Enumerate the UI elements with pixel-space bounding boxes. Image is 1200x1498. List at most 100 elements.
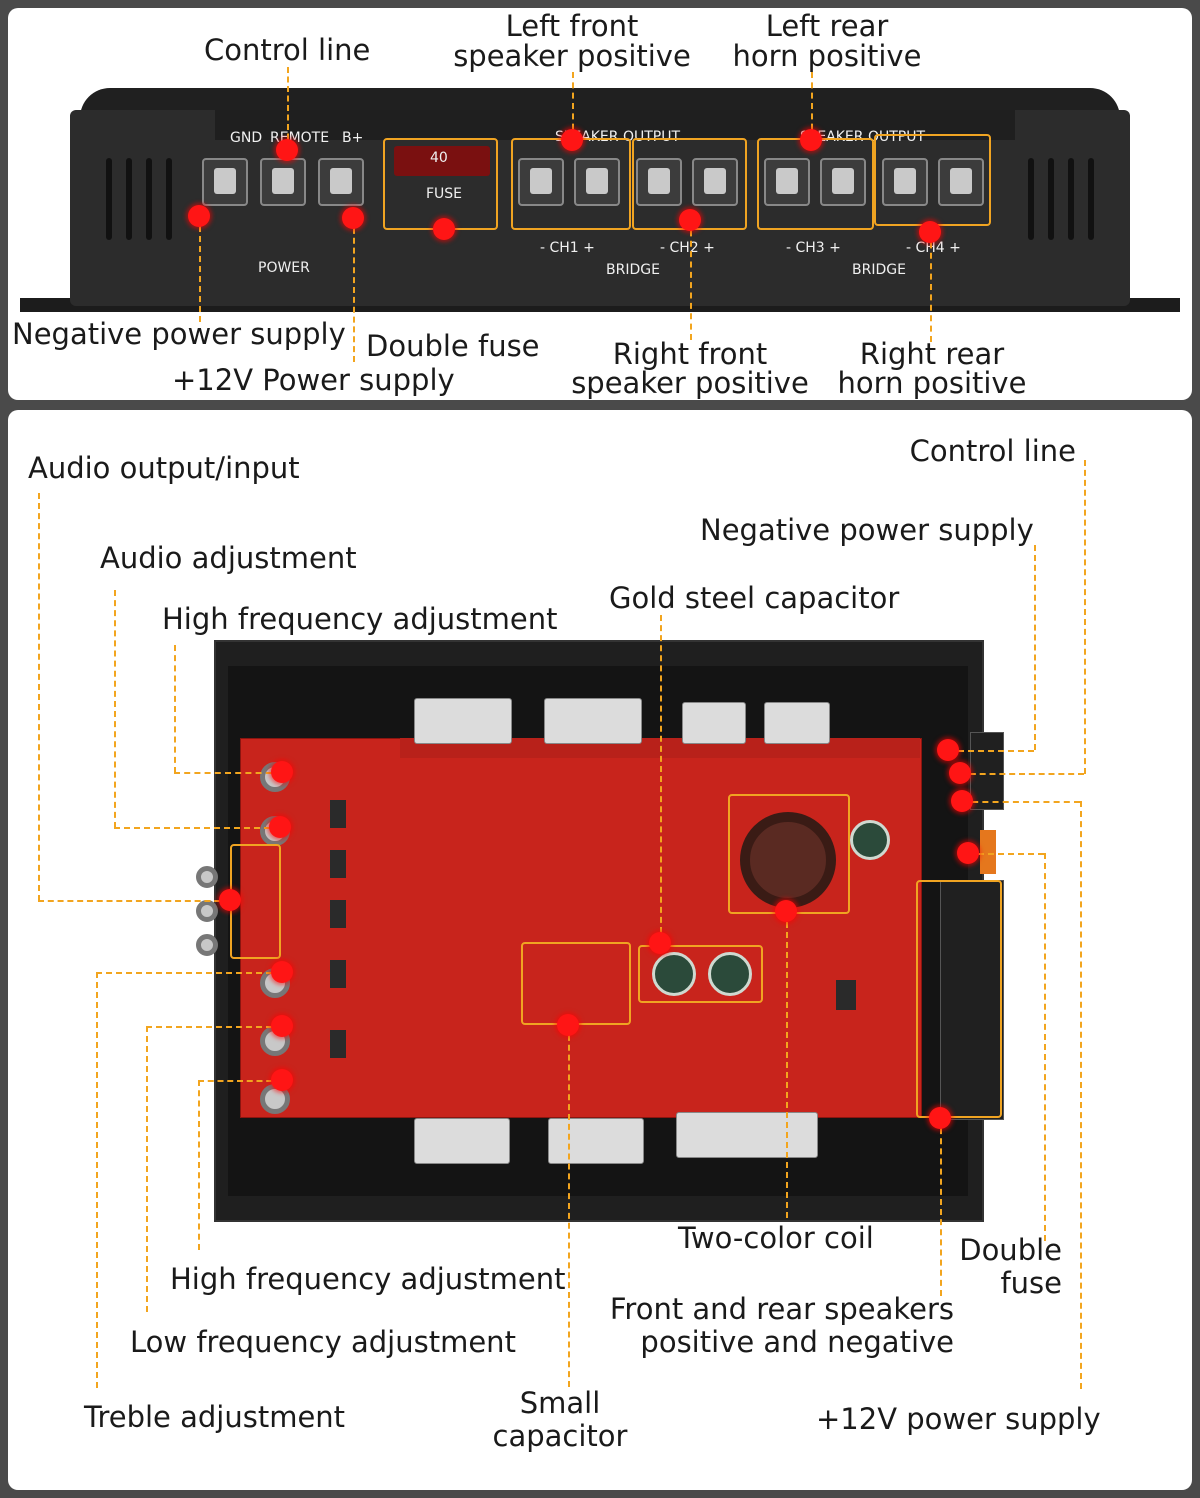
transistor-clamp xyxy=(414,698,512,744)
rca-jack xyxy=(196,934,218,956)
vent-slot xyxy=(1068,158,1074,240)
vent-slot xyxy=(1088,158,1094,240)
marker-negative-power xyxy=(188,205,210,227)
leader-line xyxy=(572,72,574,140)
power-terminal-block xyxy=(970,732,1004,810)
left-rear-label-line2: horn positive xyxy=(732,39,922,73)
leader-line xyxy=(940,1118,942,1296)
right-front-label-line2: speaker positive xyxy=(571,366,809,400)
leader-line xyxy=(353,218,355,362)
rca-jack xyxy=(196,900,218,922)
right-rear-label-line1: Right rear xyxy=(859,337,1005,371)
ic-chip xyxy=(330,850,346,878)
ch3-highlight-box xyxy=(757,138,874,230)
audio-io-label: Audio output/input xyxy=(28,451,300,485)
marker-audio-adjustment xyxy=(269,816,291,838)
ch1-plus-terminal xyxy=(574,158,620,206)
treble-adjustment-label: Treble adjustment xyxy=(84,1400,346,1434)
leader-line xyxy=(1034,545,1036,750)
ch2-label: - CH2 + xyxy=(660,240,715,256)
ic-chip xyxy=(330,1030,346,1058)
gnd-terminal xyxy=(202,158,248,206)
gnd-label: GND xyxy=(230,130,263,146)
hf-adjustment-bottom-label: High frequency adjustment xyxy=(170,1262,566,1296)
leader-line xyxy=(948,750,1034,752)
vent-slot xyxy=(166,158,172,240)
transistor-clamp xyxy=(544,698,642,744)
fuse-label: FUSE xyxy=(426,186,463,202)
left-rear-label-line1: Left rear xyxy=(765,9,889,43)
ch3-minus-terminal xyxy=(764,158,810,206)
marker-right-front xyxy=(679,209,701,231)
power-12v-label: +12V power supply xyxy=(816,1402,1101,1436)
marker-double-fuse xyxy=(433,218,455,240)
marker-12v-power xyxy=(951,790,973,812)
marker-left-rear xyxy=(800,129,822,151)
ic-chip xyxy=(330,800,346,828)
ch3-plus-terminal xyxy=(820,158,866,206)
marker-speakers xyxy=(929,1107,951,1129)
pcb-board xyxy=(240,738,922,1118)
ch3-label: - CH3 + xyxy=(786,240,841,256)
vent-slot xyxy=(1048,158,1054,240)
leader-line xyxy=(38,900,230,902)
leader-line xyxy=(146,1026,282,1028)
leader-line xyxy=(960,773,1084,775)
hf-adjustment-top-label: High frequency adjustment xyxy=(162,602,558,636)
leader-line xyxy=(968,853,1044,855)
marker-right-rear xyxy=(919,221,941,243)
marker-control-line xyxy=(276,139,298,161)
leader-line xyxy=(811,72,813,140)
power-led-label: POWER xyxy=(258,260,310,276)
ic-chip xyxy=(330,900,346,928)
ch1-highlight-box xyxy=(511,138,631,230)
small-cap-label-line2: capacitor xyxy=(492,1419,628,1453)
ch4-minus-terminal xyxy=(882,158,928,206)
right-front-label-line1: Right front xyxy=(612,337,768,371)
marker-gold-cap xyxy=(649,932,671,954)
transistor-clamp xyxy=(414,1118,510,1164)
marker-control-line xyxy=(949,762,971,784)
marker-12v-power xyxy=(342,207,364,229)
marker-low-frequency xyxy=(271,1015,293,1037)
small-cap-highlight-box xyxy=(521,942,631,1025)
marker-audio-io xyxy=(219,889,241,911)
leader-line xyxy=(1044,853,1046,1241)
capacitor xyxy=(850,820,890,860)
right-rear-label-line2: horn positive xyxy=(837,366,1027,400)
marker-negative-power xyxy=(937,739,959,761)
left-front-label-line1: Left front xyxy=(505,9,639,43)
bridge-label: BRIDGE xyxy=(852,262,906,278)
coil-highlight-box xyxy=(728,794,850,914)
double-fuse-label-line1: Double xyxy=(959,1233,1062,1267)
leader-line xyxy=(690,220,692,340)
vent-slot xyxy=(106,158,112,240)
capacitor xyxy=(652,952,696,996)
marker-double-fuse xyxy=(957,842,979,864)
transistor-clamp xyxy=(682,702,746,744)
marker-two-color-coil xyxy=(775,900,797,922)
speaker-terminal-highlight-box xyxy=(916,880,1002,1118)
ch1-label: - CH1 + xyxy=(540,240,595,256)
gold-cap-label: Gold steel capacitor xyxy=(609,581,900,615)
leader-line xyxy=(96,972,282,974)
remote-terminal xyxy=(260,158,306,206)
negative-power-label: Negative power supply xyxy=(12,317,346,351)
control-line-label: Control line xyxy=(909,434,1076,468)
marker-treble xyxy=(271,961,293,983)
leader-line xyxy=(174,772,282,774)
ch2-plus-terminal xyxy=(692,158,738,206)
audio-adjustment-label: Audio adjustment xyxy=(100,541,357,575)
vent-slot xyxy=(146,158,152,240)
control-line-label: Control line xyxy=(204,33,371,67)
speaker-output-label: SPEAKER OUTPUT xyxy=(800,129,926,145)
fuse-rating: 40 xyxy=(430,150,448,166)
gold-cap-highlight-box xyxy=(638,945,763,1003)
ch2-minus-terminal xyxy=(636,158,682,206)
leader-line xyxy=(1084,460,1086,774)
ic-chip xyxy=(836,980,856,1010)
transistor-clamp xyxy=(548,1118,644,1164)
fuse-highlight-box xyxy=(383,138,498,230)
marker-left-front xyxy=(561,129,583,151)
leader-line xyxy=(786,912,788,1218)
